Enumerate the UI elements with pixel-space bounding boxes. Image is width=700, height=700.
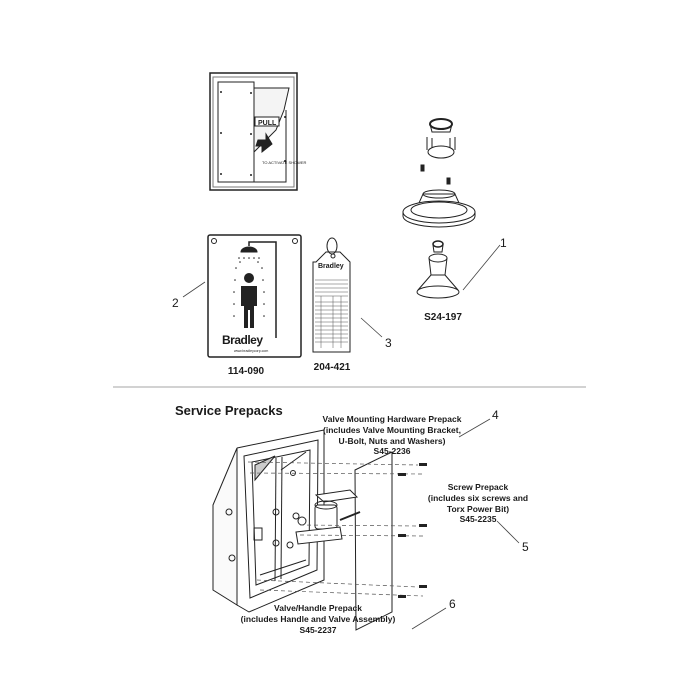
- prepack-valve-handle: Valve/Handle Prepack (includes Handle an…: [241, 603, 396, 635]
- callout-4: 4: [492, 408, 499, 422]
- showerhead-parts-illustration: [402, 118, 476, 299]
- shower-sign-illustration: [207, 234, 302, 358]
- leader-lines: [182, 244, 520, 630]
- cabinet-door-text: PULL: [258, 120, 277, 127]
- service-assembly-illustration: [212, 429, 427, 631]
- prepack-part-number: S45-2237: [299, 624, 337, 635]
- prepack-description: U-Bolt, Nuts and Washers): [338, 435, 446, 446]
- prepack-name: Valve Mounting Hardware Prepack: [322, 414, 462, 424]
- prepack-description: (includes Handle and Valve Assembly): [240, 613, 396, 624]
- sign-url: www.bradleycorp.com: [234, 349, 269, 353]
- part-number-114-090: 114-090: [227, 366, 265, 377]
- section-title: Service Prepacks: [175, 403, 283, 418]
- svg-text:TO ACTIVATE SHOWER: TO ACTIVATE SHOWER: [262, 160, 307, 165]
- prepack-screw: Screw Prepack (includes six screws and T…: [428, 482, 528, 525]
- tag-brand-logo: Bradley: [318, 263, 344, 270]
- prepack-part-number: S45-2235: [459, 514, 497, 525]
- cabinet-illustration: PULL TO ACTIVATE SHOWER: [209, 72, 307, 191]
- callout-6: 6: [449, 597, 456, 611]
- inspection-tag-illustration: [312, 237, 351, 353]
- prepack-description: Torx Power Bit): [446, 503, 510, 514]
- callout-3: 3: [385, 336, 392, 350]
- part-number-s24-197: S24-197: [424, 312, 462, 323]
- prepack-part-number: S45-2236: [373, 446, 411, 457]
- prepack-description: (includes Valve Mounting Bracket,: [323, 424, 461, 435]
- callout-2: 2: [172, 296, 179, 310]
- callout-5: 5: [522, 540, 529, 554]
- prepack-description: (includes six screws and: [427, 492, 529, 503]
- callout-1: 1: [500, 236, 507, 250]
- sign-brand-logo: Bradley: [222, 333, 263, 347]
- prepack-name: Screw Prepack: [447, 482, 509, 492]
- prepack-name: Valve/Handle Prepack: [274, 603, 362, 613]
- part-number-204-421: 204-421: [313, 362, 351, 373]
- prepack-valve-mounting-hardware: Valve Mounting Hardware Prepack (include…: [323, 414, 462, 457]
